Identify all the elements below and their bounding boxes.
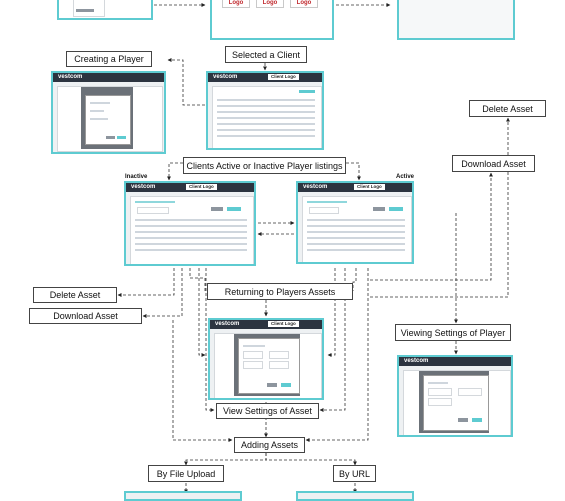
header-bar: vestcom Client Logo bbox=[208, 73, 322, 82]
screen-active-listing: vestcom Client Logo bbox=[296, 181, 414, 264]
client-logo-2: Logo bbox=[256, 0, 284, 8]
brand-logo: vestcom bbox=[404, 358, 429, 364]
settings-save-button[interactable] bbox=[281, 383, 291, 387]
login-form bbox=[73, 0, 105, 17]
link-active-adding bbox=[305, 268, 369, 442]
add-player-button[interactable] bbox=[299, 90, 315, 93]
modal-field bbox=[90, 102, 110, 104]
filter-button[interactable] bbox=[211, 207, 223, 211]
clients-listings-label: Clients Active or Inactive Player listin… bbox=[183, 157, 346, 174]
screen-select-client: Logo Logo Logo bbox=[210, 0, 334, 40]
adding-assets-label: Adding Assets bbox=[234, 437, 305, 453]
players-pane bbox=[212, 86, 322, 148]
link-active-viewasset bbox=[319, 268, 346, 412]
active-tag: Active bbox=[396, 174, 415, 180]
settings-cancel-button[interactable] bbox=[267, 383, 277, 387]
link-active-returning bbox=[352, 268, 357, 291]
link-inactive-adding bbox=[172, 320, 233, 442]
delete-asset-top-label: Delete Asset bbox=[469, 100, 546, 117]
settings-save-button[interactable] bbox=[472, 418, 482, 422]
brand-logo: vestcom bbox=[303, 184, 328, 190]
screen-url-upload bbox=[296, 491, 414, 501]
returning-assets-label: Returning to Players Assets bbox=[207, 283, 353, 300]
assets-pane bbox=[302, 196, 412, 262]
settings-field bbox=[428, 398, 452, 406]
link-inactive-asset bbox=[198, 268, 206, 357]
link-inactive-returning bbox=[189, 268, 206, 291]
delete-asset-left-label: Delete Asset bbox=[33, 287, 117, 303]
link-active-asset bbox=[327, 268, 336, 357]
brand-logo: vestcom bbox=[213, 74, 238, 80]
by-file-upload-label: By File Upload bbox=[148, 465, 224, 482]
client-logo-badge: Client Logo bbox=[354, 184, 385, 190]
header-bar: vestcom Client Logo bbox=[126, 183, 254, 192]
settings-field bbox=[269, 351, 289, 359]
add-asset-button[interactable] bbox=[227, 207, 241, 211]
filter-button[interactable] bbox=[373, 207, 385, 211]
assets-pane bbox=[130, 196, 254, 264]
link-to-delete-left bbox=[117, 268, 175, 297]
by-url-label: By URL bbox=[333, 465, 376, 482]
modal-field bbox=[90, 110, 104, 112]
download-asset-left-label: Download Asset bbox=[29, 308, 142, 324]
link-inactive-viewasset bbox=[205, 268, 215, 412]
header-bar: vestcom Client Logo bbox=[210, 320, 322, 329]
client-logo-badge: Client Logo bbox=[186, 184, 217, 190]
player-settings-modal bbox=[423, 375, 489, 431]
brand-logo: vestcom bbox=[131, 184, 156, 190]
screen-inactive-listing: vestcom Client Logo bbox=[124, 181, 256, 266]
viewing-settings-player-label: Viewing Settings of Player bbox=[395, 324, 511, 341]
client-logo-badge: Client Logo bbox=[268, 74, 299, 80]
screen-player-settings: vestcom bbox=[397, 355, 513, 437]
modal-cancel-button[interactable] bbox=[106, 136, 115, 139]
creating-player-label: Creating a Player bbox=[66, 51, 152, 67]
settings-field bbox=[458, 388, 482, 396]
screen-client-players: vestcom Client Logo bbox=[206, 71, 324, 150]
client-logo-1: Logo bbox=[222, 0, 250, 8]
screen-login bbox=[57, 0, 153, 20]
settings-field bbox=[243, 351, 263, 359]
screen-asset-settings: vestcom Client Logo bbox=[208, 318, 324, 400]
link-creating-player bbox=[167, 58, 205, 106]
client-logo-badge: Client Logo bbox=[268, 321, 299, 327]
link-listings-active bbox=[346, 162, 361, 181]
login-field bbox=[76, 9, 94, 12]
selected-client-label: Selected a Client bbox=[225, 46, 307, 63]
screen-file-upload bbox=[124, 491, 242, 501]
header-bar: vestcom bbox=[53, 73, 164, 82]
screen-create-player: vestcom bbox=[51, 71, 166, 154]
link-adding-file bbox=[184, 453, 267, 466]
brand-logo: vestcom bbox=[215, 321, 240, 327]
view-settings-asset-label: View Settings of Asset bbox=[216, 403, 319, 419]
search-field bbox=[137, 207, 169, 214]
header-bar: vestcom Client Logo bbox=[298, 183, 412, 192]
client-logo-3: Logo bbox=[290, 0, 318, 8]
modal-field bbox=[90, 118, 108, 120]
create-player-modal bbox=[85, 95, 131, 145]
download-asset-top-label: Download Asset bbox=[452, 155, 535, 172]
header-bar: vestcom bbox=[399, 357, 511, 366]
modal-save-button[interactable] bbox=[117, 136, 126, 139]
add-asset-button[interactable] bbox=[389, 207, 403, 211]
brand-logo: vestcom bbox=[58, 74, 83, 80]
link-listings-inactive bbox=[167, 162, 183, 181]
link-to-delete-top bbox=[370, 117, 510, 298]
link-to-download-top bbox=[370, 172, 493, 281]
inactive-tag: Inactive bbox=[125, 174, 148, 180]
settings-field bbox=[243, 361, 263, 369]
link-to-download-left bbox=[142, 268, 183, 318]
settings-cancel-button[interactable] bbox=[458, 418, 468, 422]
search-field bbox=[309, 207, 339, 214]
link-adding-url bbox=[265, 453, 357, 466]
asset-settings-modal bbox=[238, 338, 300, 394]
settings-field bbox=[269, 361, 289, 369]
screen-top-right bbox=[397, 0, 515, 40]
settings-field bbox=[428, 388, 452, 396]
